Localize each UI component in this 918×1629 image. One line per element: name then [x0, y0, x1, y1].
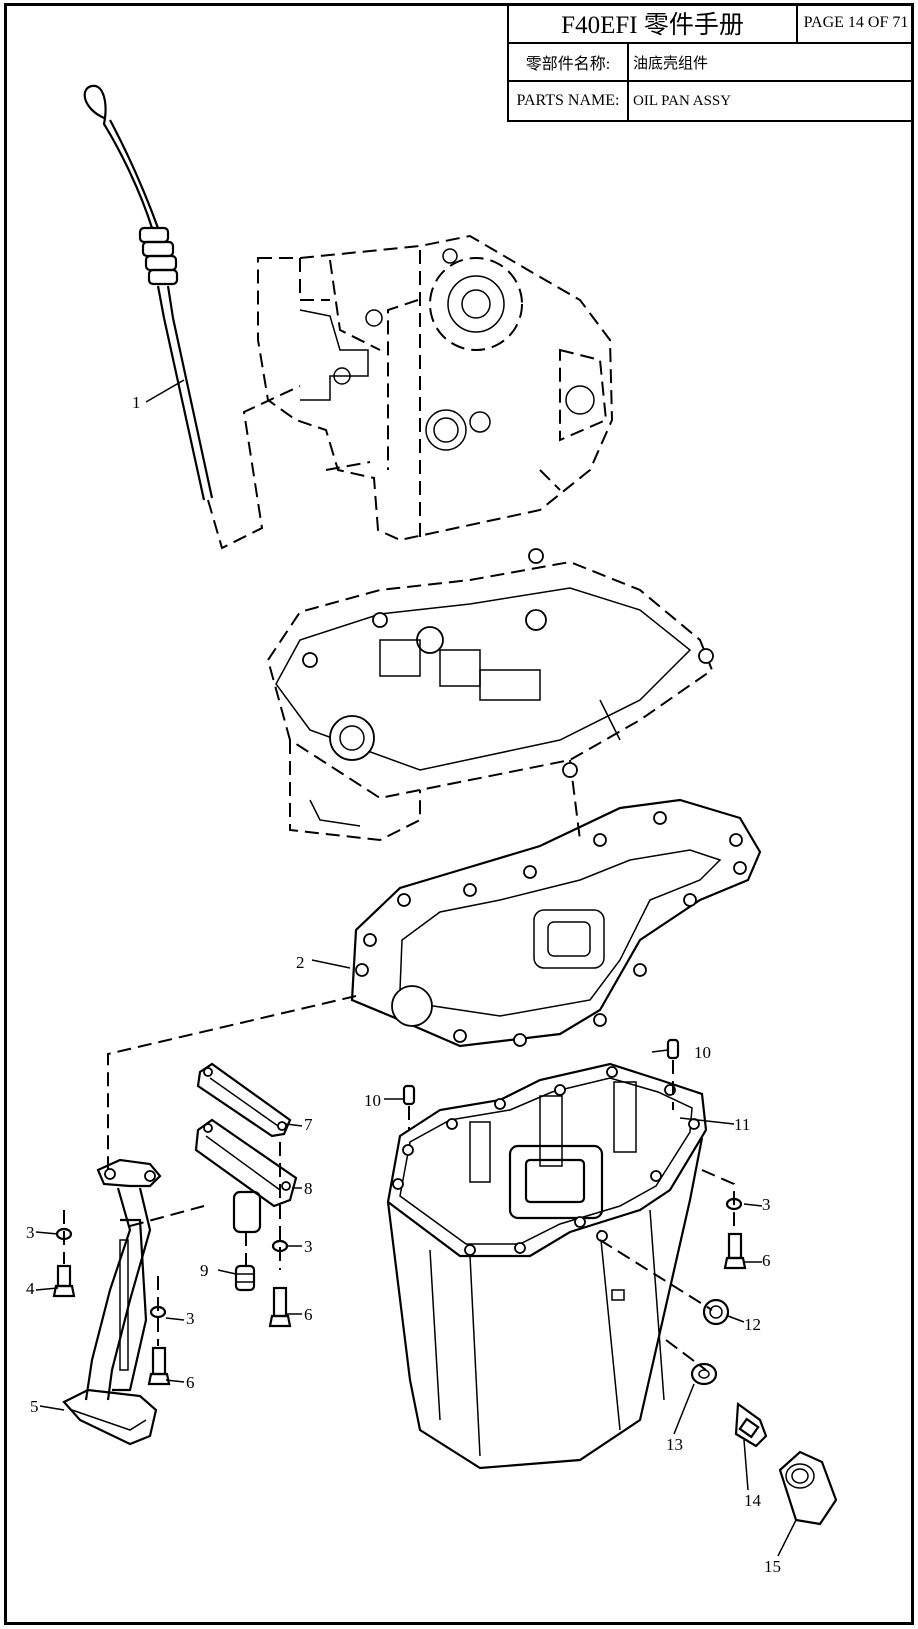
callout-2: 2	[296, 953, 305, 972]
fasteners-right	[701, 1169, 747, 1270]
callout-15: 15	[764, 1557, 781, 1576]
callout-3: 3	[762, 1195, 771, 1214]
title-block: F40EFI 零件手册 PAGE 14 OF 71 零部件名称: 油底壳组件 P…	[507, 4, 914, 122]
dowel-pins	[402, 1038, 680, 1130]
drawing-frame	[4, 3, 914, 1625]
callout-4: 4	[26, 1279, 35, 1298]
part-name-label-en: PARTS NAME:	[509, 82, 629, 120]
callout-3: 3	[304, 1237, 313, 1256]
part-name-cn: 油底壳组件	[633, 55, 709, 72]
callout-8: 8	[304, 1179, 313, 1198]
callout-labels: 1 2 3 3 3 3 4 5 6 6 6 7 8 9 10 10 11 12 …	[26, 393, 781, 1576]
engine-block-reference	[257, 234, 614, 542]
suction-parts	[194, 1062, 298, 1292]
callout-11: 11	[734, 1115, 750, 1134]
callout-12: 12	[744, 1315, 761, 1334]
part-name-en: OIL PAN ASSY	[633, 92, 732, 109]
callout-6: 6	[186, 1373, 195, 1392]
callout-1: 1	[132, 393, 141, 412]
callout-3: 3	[186, 1309, 195, 1328]
callout-5: 5	[30, 1397, 39, 1416]
callout-6: 6	[762, 1251, 771, 1270]
manual-title: F40EFI 零件手册	[561, 12, 744, 39]
drain-parts	[599, 1239, 838, 1526]
page-indicator: PAGE 14 OF 71	[796, 4, 914, 42]
callout-10: 10	[694, 1043, 711, 1062]
callout-10: 10	[364, 1091, 381, 1110]
oil-strainer-pipe-part	[62, 1158, 205, 1446]
callout-13: 13	[666, 1435, 683, 1454]
callout-6: 6	[304, 1305, 313, 1324]
callout-14: 14	[744, 1491, 762, 1510]
callout-9: 9	[200, 1261, 209, 1280]
callout-3: 3	[26, 1223, 35, 1242]
part-name-label-cn: 零部件名称:	[509, 44, 629, 80]
crankcase-reference	[266, 548, 714, 842]
leader-lines	[35, 1049, 797, 1557]
gasket-part-2	[107, 798, 762, 1170]
oil-pan-part	[386, 1062, 708, 1470]
fasteners-left	[52, 1210, 292, 1386]
dipstick-part	[83, 84, 301, 550]
callout-7: 7	[304, 1115, 313, 1134]
